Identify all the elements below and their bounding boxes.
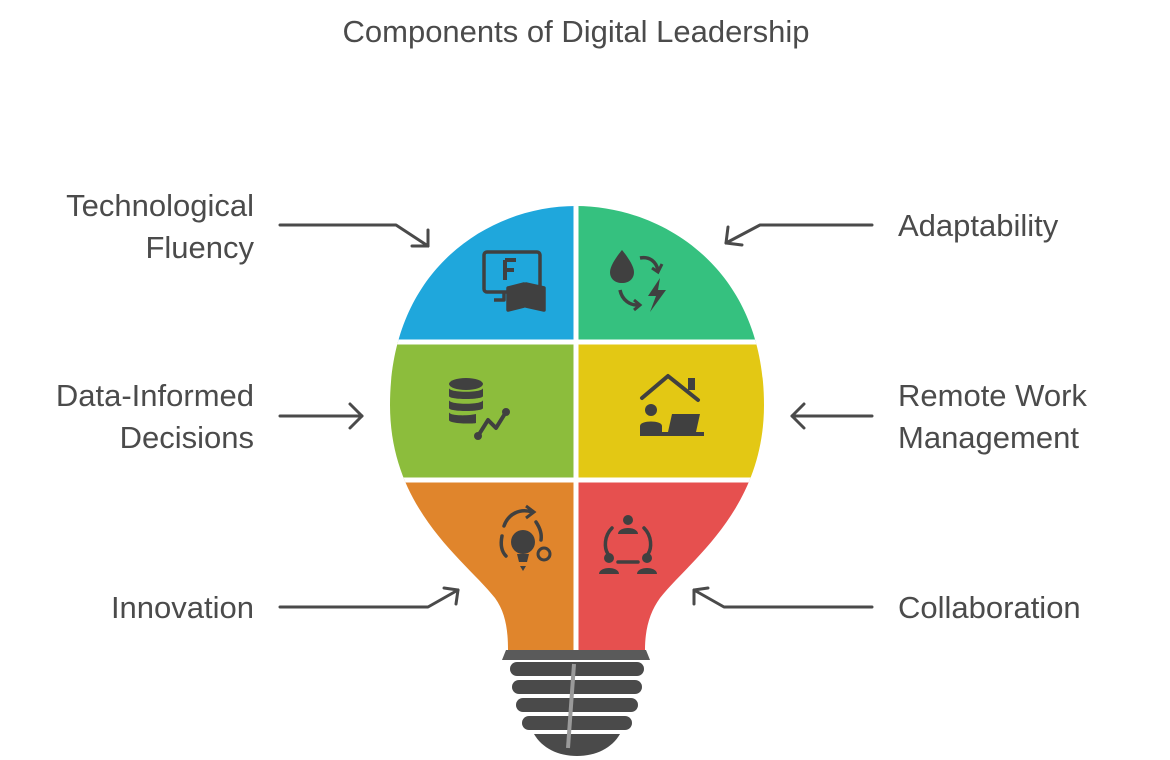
team-network-icon (599, 515, 657, 574)
database-trend-icon (449, 378, 510, 440)
arrow-collaboration (692, 586, 874, 609)
segment-remote-work-management (576, 342, 764, 480)
screen-book-icon (482, 250, 546, 312)
connector-arrows (278, 223, 874, 609)
arrow-adaptability (724, 223, 874, 247)
lightbulb-cycle-icon (499, 504, 552, 571)
arrow-technological-fluency (278, 223, 430, 248)
arrow-innovation (278, 586, 460, 609)
segment-adaptability (576, 206, 764, 342)
segment-collaboration (576, 480, 764, 650)
segment-technological-fluency (390, 206, 576, 342)
segment-innovation (390, 480, 576, 650)
diagram-title: Components of Digital Leadership (342, 14, 810, 49)
arrow-data-informed-decisions (278, 402, 364, 430)
home-laptop-icon (640, 374, 704, 436)
arrow-remote-work-management (790, 402, 874, 430)
label-adaptability: Adaptability (898, 208, 1059, 243)
label-collaboration: Collaboration (898, 590, 1081, 625)
bulb-base (502, 650, 650, 756)
drop-cycle-bolt-icon (610, 250, 666, 312)
label-innovation: Innovation (110, 590, 254, 625)
bulb-segments (390, 206, 764, 650)
segment-data-informed-decisions (390, 342, 576, 480)
